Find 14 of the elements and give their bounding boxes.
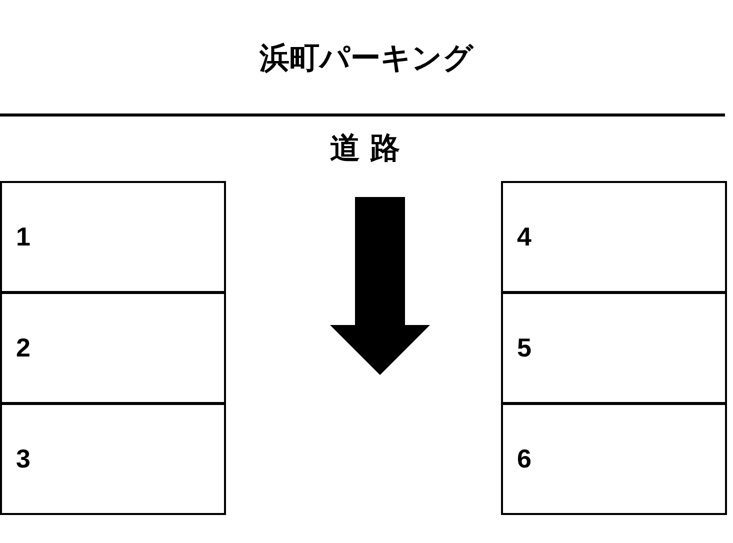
space-number: 2 <box>16 332 30 364</box>
space-number: 1 <box>16 222 30 252</box>
title: 浜町パーキング <box>258 40 475 78</box>
parking-space <box>0 292 226 404</box>
space-number: 5 <box>517 332 532 364</box>
parking-space <box>0 181 226 293</box>
space-number: 6 <box>517 444 532 474</box>
space-number: 3 <box>16 444 30 474</box>
parking-space <box>501 181 727 293</box>
parking-space <box>501 292 727 404</box>
parking-space <box>0 403 226 515</box>
parking-space <box>501 403 727 515</box>
space-number: 4 <box>517 222 532 252</box>
road-label: 道 路 <box>328 130 402 168</box>
